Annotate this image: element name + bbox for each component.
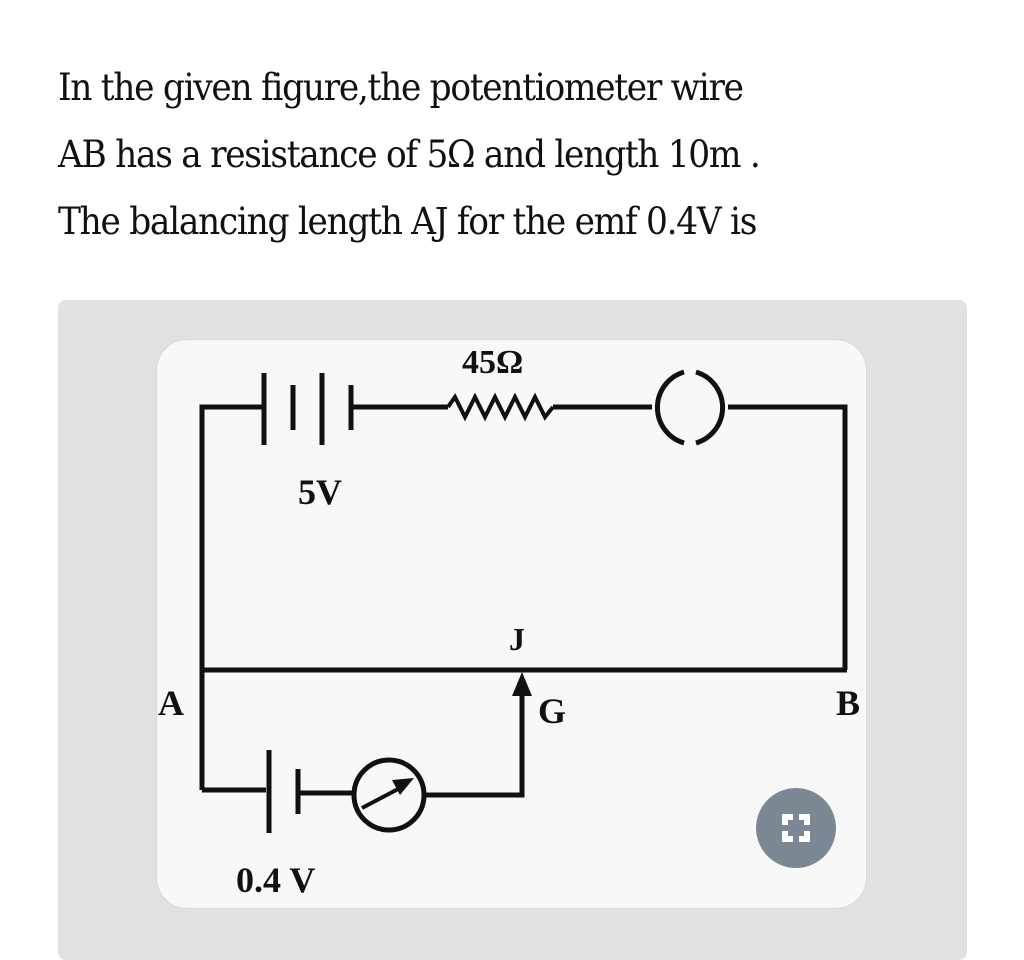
- label-battery-5v: 5V: [298, 472, 342, 512]
- wire-left: [199, 404, 262, 790]
- test-cell-0-4v-icon: [266, 750, 301, 833]
- jockey-arrow-icon: [512, 672, 532, 696]
- expand-image-button[interactable]: [756, 788, 836, 868]
- label-test-cell-0-4v: 0.4 V: [236, 860, 316, 900]
- label-galvanometer-g: G: [538, 691, 567, 731]
- question-text: In the given figure,the potentiometer wi…: [58, 54, 923, 255]
- label-jockey-j: J: [509, 621, 525, 657]
- resistor-45-ohm-icon: [446, 392, 555, 422]
- question-line-2: AB has a resistance of 5Ω and length 10m…: [58, 133, 761, 176]
- battery-5v-icon: [261, 373, 354, 445]
- rheostat-key-icon: [655, 369, 725, 446]
- label-point-a: A: [158, 683, 184, 723]
- question-line-1: In the given figure,the potentiometer wi…: [58, 66, 744, 109]
- label-point-b: B: [836, 683, 861, 723]
- fullscreen-icon: [782, 814, 810, 842]
- potentiometer-circuit-diagram: [199, 369, 848, 833]
- circuit-figure-card: [157, 340, 866, 908]
- question-line-3: The balancing length AJ for the emf 0.4V…: [58, 200, 757, 243]
- label-resistor-45-ohm: 45Ω: [462, 344, 524, 381]
- galvanometer-icon: [351, 757, 427, 833]
- wire-right: [728, 404, 848, 670]
